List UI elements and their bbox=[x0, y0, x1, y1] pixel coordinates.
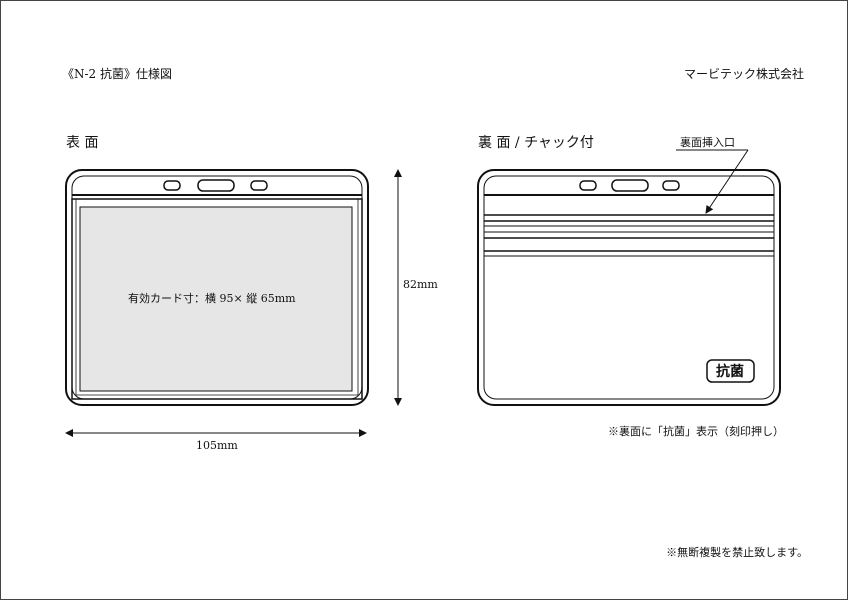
front-slot-left bbox=[163, 180, 181, 191]
company-name: マービテック株式会社 bbox=[683, 67, 804, 81]
back-inner-outline bbox=[483, 175, 775, 400]
card-area bbox=[79, 206, 353, 392]
front-window bbox=[71, 198, 363, 400]
engraving-note: ※裏面に「抗菌」表示（刻印押し） bbox=[608, 425, 784, 438]
back-holder bbox=[477, 169, 781, 406]
front-holder bbox=[65, 169, 369, 406]
copyright-note: ※無断複製を禁止致します。 bbox=[666, 546, 808, 559]
front-slot-right bbox=[250, 180, 268, 191]
front-slot-center bbox=[197, 179, 235, 192]
back-slot-right bbox=[662, 180, 680, 191]
card-size-label: 有効カード寸：横 95× 縦 65mm bbox=[128, 292, 296, 305]
front-outer-outline bbox=[65, 169, 369, 406]
height-dimension-label: 82mm bbox=[403, 278, 438, 291]
back-label: 裏 面 / チャック付 bbox=[478, 135, 594, 151]
front-label: 表 面 bbox=[66, 135, 99, 151]
insert-callout-arrow bbox=[705, 149, 749, 214]
zipper-track-lower bbox=[484, 250, 774, 257]
back-outer-outline bbox=[477, 169, 781, 406]
zipper-track-middle bbox=[484, 231, 774, 239]
insert-callout-label: 裏面挿入口 bbox=[680, 136, 735, 149]
back-slot-center bbox=[611, 179, 649, 192]
antibacterial-badge-frame bbox=[706, 359, 755, 383]
antibacterial-badge: 抗菌 bbox=[716, 363, 744, 380]
drawing-title: 《N-2 抗菌》仕様図 bbox=[62, 67, 173, 81]
width-dimension-label: 105mm bbox=[196, 439, 238, 452]
back-slot-left bbox=[579, 180, 597, 191]
zipper-track-upper bbox=[484, 220, 774, 227]
